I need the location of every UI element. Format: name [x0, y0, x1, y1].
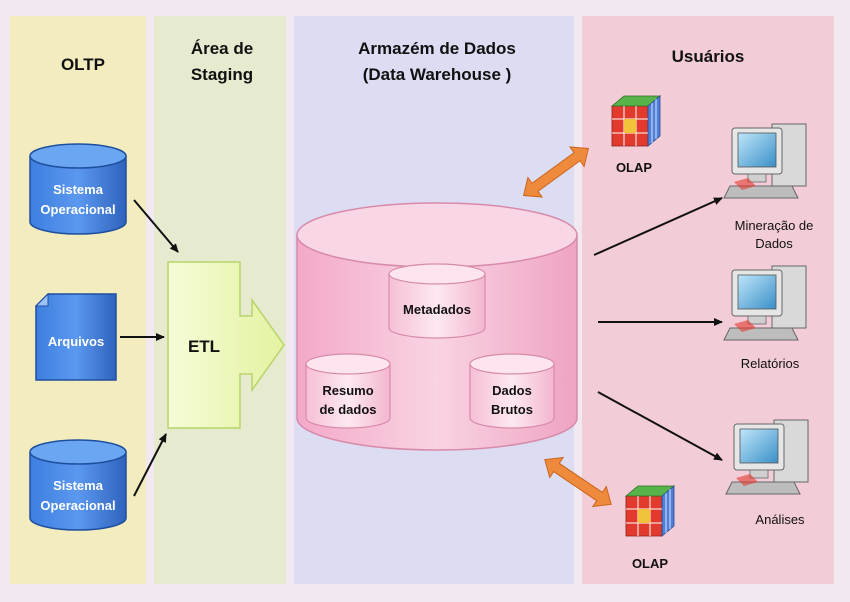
- reports-label: Relatórios: [741, 356, 800, 371]
- summary-data-cylinder: Resumo de dados: [305, 353, 391, 429]
- olap-bottom-double-arrow: [544, 456, 612, 508]
- files-label: Arquivos: [48, 334, 104, 349]
- oltp-header: OLTP: [61, 55, 105, 74]
- raw-data-label-line1: Dados: [492, 383, 532, 398]
- files-document: Arquivos: [34, 292, 117, 381]
- mining-label-line2: Dados: [755, 236, 793, 251]
- summary-data-label-line2: de dados: [319, 402, 376, 417]
- arrow-dw-to-mining: [593, 197, 723, 256]
- analyses-label: Análises: [755, 512, 805, 527]
- source-database-1-label-line2: Operacional: [40, 202, 115, 217]
- raw-data-label-line2: Brutos: [491, 402, 533, 417]
- staging-header-line2: Staging: [191, 65, 253, 84]
- arrow-db1-to-etl: [133, 199, 179, 253]
- metadata-cylinder: Metadados: [388, 263, 486, 339]
- staging-header-line1: Área de: [191, 39, 253, 58]
- arrow-db2-to-etl: [133, 433, 167, 497]
- olap-top-label: OLAP: [616, 160, 652, 175]
- computer-mining-icon: [723, 123, 807, 199]
- metadata-label: Metadados: [403, 302, 471, 317]
- source-database-2: Sistema Operacional: [29, 439, 127, 531]
- dw-header-line2: (Data Warehouse ): [363, 65, 512, 84]
- etl-block: ETL: [167, 261, 285, 429]
- dw-header-line1: Armazém de Dados: [358, 39, 516, 58]
- computer-analyses-icon: [725, 419, 809, 495]
- olap-cube-top-icon: [610, 95, 662, 147]
- olap-cube-bottom-icon: [624, 485, 676, 537]
- source-database-1-label-line1: Sistema: [53, 182, 104, 197]
- olap-bottom-label: OLAP: [632, 556, 668, 571]
- source-database-2-label-line1: Sistema: [53, 478, 104, 493]
- arrow-dw-to-analyses: [597, 391, 723, 461]
- etl-label: ETL: [188, 337, 220, 356]
- raw-data-cylinder: Dados Brutos: [469, 353, 555, 429]
- users-header: Usuários: [672, 47, 745, 66]
- mining-label-line1: Mineração de: [735, 218, 814, 233]
- summary-data-label-line1: Resumo: [322, 383, 373, 398]
- olap-top-double-arrow: [523, 146, 589, 198]
- computer-reports-icon: [723, 265, 807, 341]
- source-database-2-label-line2: Operacional: [40, 498, 115, 513]
- source-database-1: Sistema Operacional: [29, 143, 127, 235]
